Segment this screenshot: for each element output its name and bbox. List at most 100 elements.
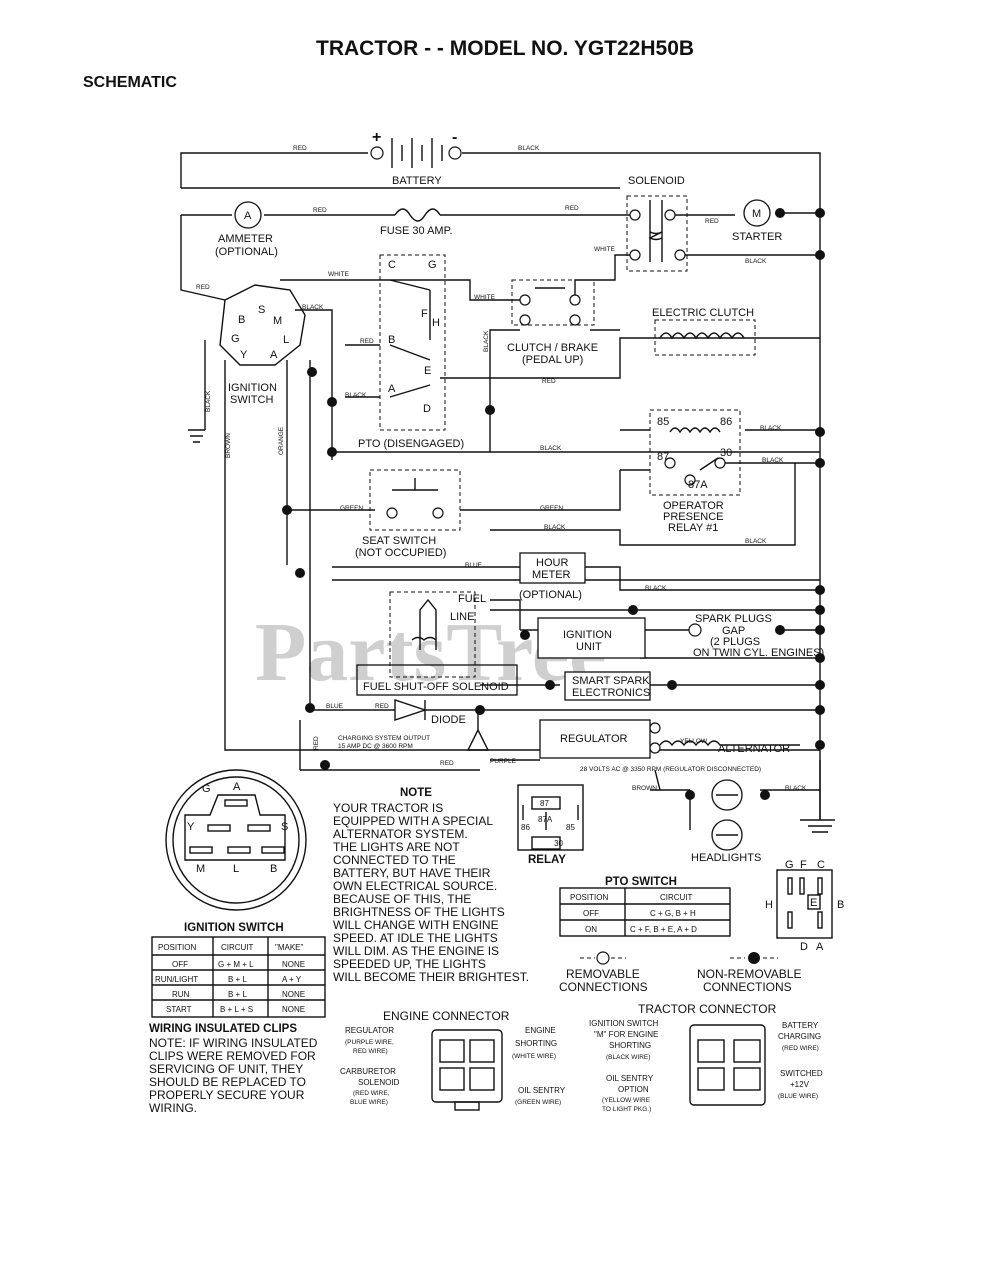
wire-label-black: BLACK bbox=[302, 304, 324, 311]
pto-diag-d: D bbox=[800, 941, 808, 953]
relay-legend-87a: 87A bbox=[538, 815, 553, 824]
wire-label-brown: BROWN bbox=[632, 785, 657, 792]
ign-row-0-circ: G + M + L bbox=[218, 960, 254, 969]
fuel-line-label: FUEL bbox=[458, 593, 486, 605]
clips-heading: WIRING INSULATED CLIPS bbox=[149, 1023, 297, 1035]
operator-relay-label-2: PRESENCE bbox=[663, 511, 724, 523]
wire-label-black: BLACK bbox=[785, 785, 807, 792]
spark-plugs-label: SPARK PLUGS bbox=[695, 613, 772, 625]
ign-diagram-l: L bbox=[233, 863, 239, 875]
pto-row-1-pos: ON bbox=[585, 925, 597, 934]
alternator-note: 28 VOLTS AC @ 3350 RPM (REGULATOR DISCON… bbox=[580, 766, 761, 773]
hour-meter: HOUR METER (OPTIONAL) bbox=[519, 552, 586, 601]
ignition-table-title: IGNITION SWITCH bbox=[184, 922, 284, 934]
nonremovable-label-2: CONNECTIONS bbox=[703, 980, 792, 994]
spark-gap-label: GAP bbox=[722, 625, 745, 637]
tc-oil: OIL SENTRY bbox=[606, 1074, 654, 1083]
clutch-brake-label-2: (PEDAL UP) bbox=[522, 354, 583, 366]
clips-line: SHOULD BE REPLACED TO bbox=[149, 1075, 306, 1089]
tc-oil-3: (YELLOW WIRE bbox=[602, 1097, 651, 1104]
spark-plugs-label-3: ON TWIN CYL. ENGINES) bbox=[693, 647, 824, 659]
clips-line: WIRING. bbox=[149, 1101, 197, 1115]
wire-label-yellow: YELLOW bbox=[680, 738, 708, 745]
pto-th-position: POSITION bbox=[570, 893, 608, 902]
wire-labels: RED BLACK RED RED RED WHITE BLACK WHITE … bbox=[196, 145, 807, 792]
ign-th-circuit: CIRCUIT bbox=[221, 943, 254, 952]
note-line: BECAUSE OF THIS, THE bbox=[333, 892, 471, 906]
note-line: YOUR TRACTOR IS bbox=[333, 801, 443, 815]
ignition-terminal-m: M bbox=[273, 315, 282, 327]
battery: + - BATTERY bbox=[370, 129, 462, 187]
fuse: FUSE 30 AMP. bbox=[380, 208, 453, 237]
tc-sw-3: (BLUE WIRE) bbox=[778, 1093, 818, 1100]
connections-legend: REMOVABLE CONNECTIONS NON-REMOVABLE CONN… bbox=[559, 951, 801, 994]
ignition-terminal-g: G bbox=[231, 333, 240, 345]
wire-label-red: RED bbox=[440, 760, 454, 767]
starter: M STARTER bbox=[732, 199, 782, 243]
clips-line: CLIPS WERE REMOVED FOR bbox=[149, 1049, 316, 1063]
pto-row-0-pos: OFF bbox=[583, 909, 599, 918]
wire-label-black: BLACK bbox=[544, 524, 566, 531]
ign-th-position: POSITION bbox=[158, 943, 196, 952]
ign-row-0-make: NONE bbox=[282, 960, 305, 969]
removable-label: REMOVABLE bbox=[566, 967, 640, 981]
fuel-line-label-2: LINE bbox=[450, 611, 474, 623]
pto-table-title: PTO SWITCH bbox=[605, 876, 677, 888]
pto-diag-e: E bbox=[810, 897, 817, 909]
relay-legend-86: 86 bbox=[521, 823, 530, 832]
ignition-unit: IGNITION UNIT bbox=[537, 617, 646, 659]
ign-row-2-pos: RUN bbox=[172, 990, 190, 999]
spark-plugs: SPARK PLUGS GAP (2 PLUGS ON TWIN CYL. EN… bbox=[688, 613, 824, 659]
tc-bat: BATTERY bbox=[782, 1021, 819, 1030]
tc-ign: IGNITION SWITCH bbox=[589, 1019, 659, 1028]
ec-oil-2: (GREEN WIRE) bbox=[515, 1099, 561, 1106]
ec-carb-2: SOLENOID bbox=[358, 1078, 400, 1087]
wire-label-black: BLACK bbox=[745, 538, 767, 545]
note-line: WILL CHANGE WITH ENGINE bbox=[333, 918, 499, 932]
hour-meter-label-2: METER bbox=[532, 569, 571, 581]
ign-row-2-circ: B + L bbox=[228, 990, 247, 999]
diode-label: DIODE bbox=[431, 714, 466, 726]
operator-presence-relay: 85 86 87 30 87A OPERATOR PRESENCE RELAY … bbox=[649, 409, 745, 534]
hour-meter-optional: (OPTIONAL) bbox=[519, 589, 582, 601]
wire-label-black: BLACK bbox=[760, 425, 782, 432]
ign-row-3-circ: B + L + S bbox=[220, 1005, 253, 1014]
tc-ign-4: (BLACK WIRE) bbox=[606, 1054, 650, 1061]
ammeter-optional: (OPTIONAL) bbox=[215, 246, 278, 258]
regulator-label: REGULATOR bbox=[560, 733, 627, 745]
relay-legend-87: 87 bbox=[540, 799, 549, 808]
hour-meter-label: HOUR bbox=[536, 557, 568, 569]
pto-terminal-c: C bbox=[388, 259, 396, 271]
wire-label-orange: ORANGE bbox=[278, 426, 285, 455]
ign-row-1-pos: RUN/LIGHT bbox=[155, 975, 198, 984]
wire-label-white: WHITE bbox=[594, 246, 616, 253]
alternator-label: ALTERNATOR bbox=[718, 743, 790, 755]
clips-line: NOTE: IF WIRING INSULATED bbox=[149, 1036, 318, 1050]
wire-label-black: BLACK bbox=[540, 445, 562, 452]
wire-label-red: RED bbox=[196, 284, 210, 291]
wire-label-red: RED bbox=[375, 703, 389, 710]
wire-label-black: BLACK bbox=[345, 392, 367, 399]
note-line: OWN ELECTRICAL SOURCE. bbox=[333, 879, 497, 893]
pto-diag-f: F bbox=[800, 859, 807, 871]
ignition-terminal-a: A bbox=[270, 349, 278, 361]
ec-oil: OIL SENTRY bbox=[518, 1086, 566, 1095]
clips-note: WIRING INSULATED CLIPS NOTE: IF WIRING I… bbox=[149, 1023, 318, 1115]
ign-diagram-g: G bbox=[202, 783, 211, 795]
engine-connector: ENGINE CONNECTOR REGULATOR (PURPLE WIRE,… bbox=[340, 1009, 566, 1111]
wire-label-red: RED bbox=[360, 338, 374, 345]
ign-diagram-s: S bbox=[281, 821, 288, 833]
ec-regulator-3: RED WIRE) bbox=[353, 1048, 388, 1055]
ign-row-3-make: NONE bbox=[282, 1005, 305, 1014]
ign-diagram-m: M bbox=[196, 863, 205, 875]
ec-carb-4: BLUE WIRE) bbox=[350, 1099, 388, 1106]
pto-label: PTO (DISENGAGED) bbox=[358, 438, 464, 450]
pto-terminal-h: H bbox=[432, 317, 440, 329]
ec-carb-3: (RED WIRE, bbox=[353, 1090, 390, 1097]
wire-label-white: WHITE bbox=[328, 271, 350, 278]
ec-regulator: REGULATOR bbox=[345, 1026, 394, 1035]
nonremovable-label: NON-REMOVABLE bbox=[697, 967, 801, 981]
ignition-switch-label-2: SWITCH bbox=[230, 394, 273, 406]
ignition-switch-table: IGNITION SWITCH POSITION CIRCUIT "MAKE" … bbox=[151, 922, 326, 1018]
relay-legend: 87 87A 86 85 30 RELAY bbox=[517, 784, 584, 866]
